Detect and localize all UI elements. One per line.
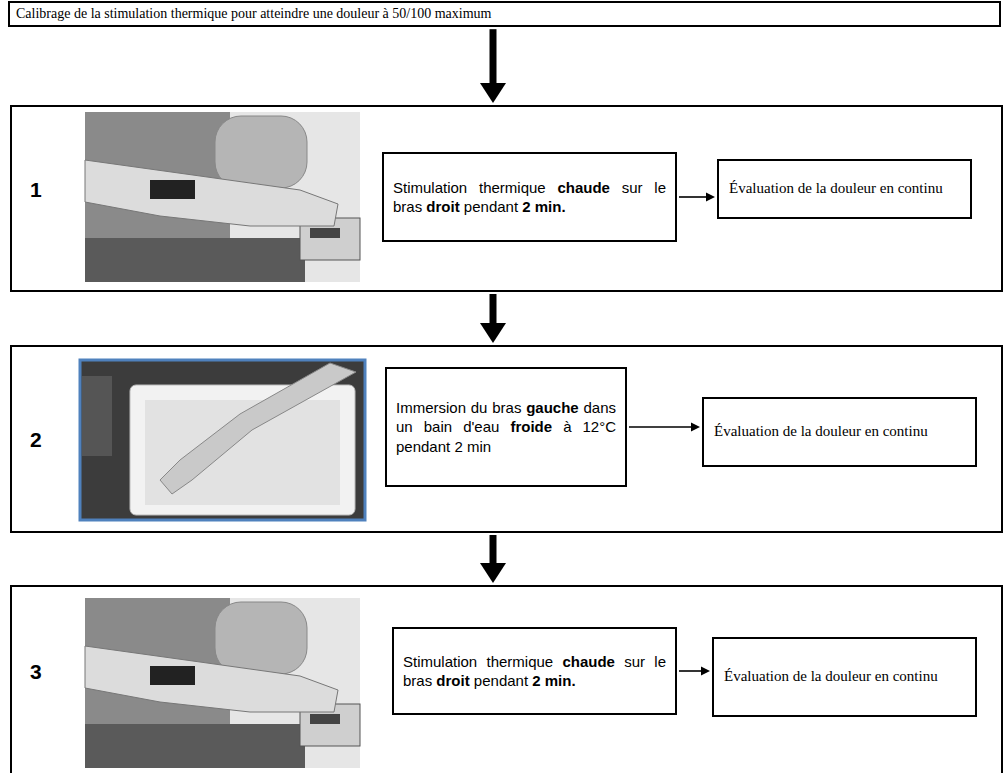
word: 2	[454, 438, 462, 455]
word: sur	[624, 653, 645, 670]
box-text: Évaluation de la douleur en continu	[724, 667, 965, 687]
word: pendant	[474, 672, 528, 689]
arrow-shaft	[679, 196, 707, 198]
word: Stimulation	[393, 179, 467, 196]
step-panel: Stimulation thermique chaude sur le bras…	[10, 105, 1003, 292]
stimulus-box: Stimulation thermique chaude sur le bras…	[392, 627, 677, 715]
word: min.	[535, 198, 566, 215]
evaluation-box: Évaluation de la douleur en continu	[712, 637, 977, 717]
device	[82, 376, 112, 456]
photo-frame	[80, 360, 365, 520]
word: le	[654, 179, 666, 196]
box-text: Évaluation de la douleur en continu	[729, 179, 960, 199]
word: 2	[522, 198, 530, 215]
arrow-head	[480, 563, 506, 583]
word: thermique	[486, 653, 553, 670]
box-text: Stimulation thermique chaude sur le bras…	[393, 178, 666, 217]
arm-photo	[85, 598, 360, 768]
flow-arrow	[480, 535, 506, 583]
word: le	[654, 653, 666, 670]
link-arrow	[679, 667, 710, 676]
word: sur	[622, 179, 643, 196]
evaluation-box: Évaluation de la douleur en continu	[717, 159, 972, 219]
word: 2	[532, 672, 540, 689]
stimulus-box: Immersion du bras gauche dans un bain d'…	[385, 367, 627, 487]
word: min.	[545, 672, 576, 689]
flow-arrow	[480, 29, 506, 103]
step-number: 2	[30, 428, 42, 452]
tub	[130, 385, 355, 515]
word: dans	[583, 399, 616, 416]
word: chaude	[562, 653, 615, 670]
arm	[160, 363, 356, 494]
word: droit	[436, 672, 469, 689]
word: froide	[510, 418, 552, 435]
step-number: 1	[30, 178, 42, 202]
box-text: Immersion du bras gauche dans un bain d'…	[396, 398, 616, 457]
arrow-head	[480, 83, 506, 103]
link-arrow	[679, 193, 715, 202]
step-panel: Stimulation thermique chaude sur le bras…	[10, 585, 1003, 773]
step-number: 3	[30, 660, 42, 684]
word: d'eau	[463, 418, 499, 435]
arrow-shaft	[490, 294, 497, 324]
word: bain	[424, 418, 452, 435]
arrow-head	[701, 667, 710, 676]
arrow-head	[480, 323, 506, 343]
step-panel: Immersion du bras gauche dans un bain d'…	[10, 345, 1003, 533]
word: chaude	[557, 179, 610, 196]
word: bras	[393, 198, 422, 215]
word: droit	[426, 198, 459, 215]
arrow-shaft	[490, 535, 497, 564]
cold-bath-photo	[80, 360, 365, 520]
word: pendant	[464, 198, 518, 215]
arrow-head	[706, 193, 715, 202]
arrow-shaft	[490, 29, 497, 84]
word: bras	[492, 399, 521, 416]
header-box: Calibrage de la stimulation thermique po…	[8, 1, 1001, 27]
word: thermique	[479, 179, 546, 196]
word: à	[563, 418, 571, 435]
word: un	[396, 418, 413, 435]
word: Immersion	[396, 399, 466, 416]
word: bras	[403, 672, 432, 689]
arrow-shaft	[679, 670, 702, 672]
box-text: Calibrage de la stimulation thermique po…	[16, 5, 993, 23]
box-text: Évaluation de la douleur en continu	[714, 422, 965, 442]
stimulus-box: Stimulation thermique chaude sur le bras…	[382, 152, 677, 242]
word: Stimulation	[403, 653, 477, 670]
word: du	[471, 399, 488, 416]
word: 12°C	[583, 418, 617, 435]
word: min	[467, 438, 491, 455]
word: pendant	[396, 438, 450, 455]
word: gauche	[526, 399, 579, 416]
evaluation-box: Évaluation de la douleur en continu	[702, 397, 977, 467]
arm-photo	[85, 112, 360, 282]
link-arrow	[629, 423, 700, 432]
arrow-head	[691, 423, 700, 432]
arrow-shaft	[629, 426, 692, 428]
flow-arrow	[480, 294, 506, 343]
box-text: Stimulation thermique chaude sur le bras…	[403, 652, 666, 691]
